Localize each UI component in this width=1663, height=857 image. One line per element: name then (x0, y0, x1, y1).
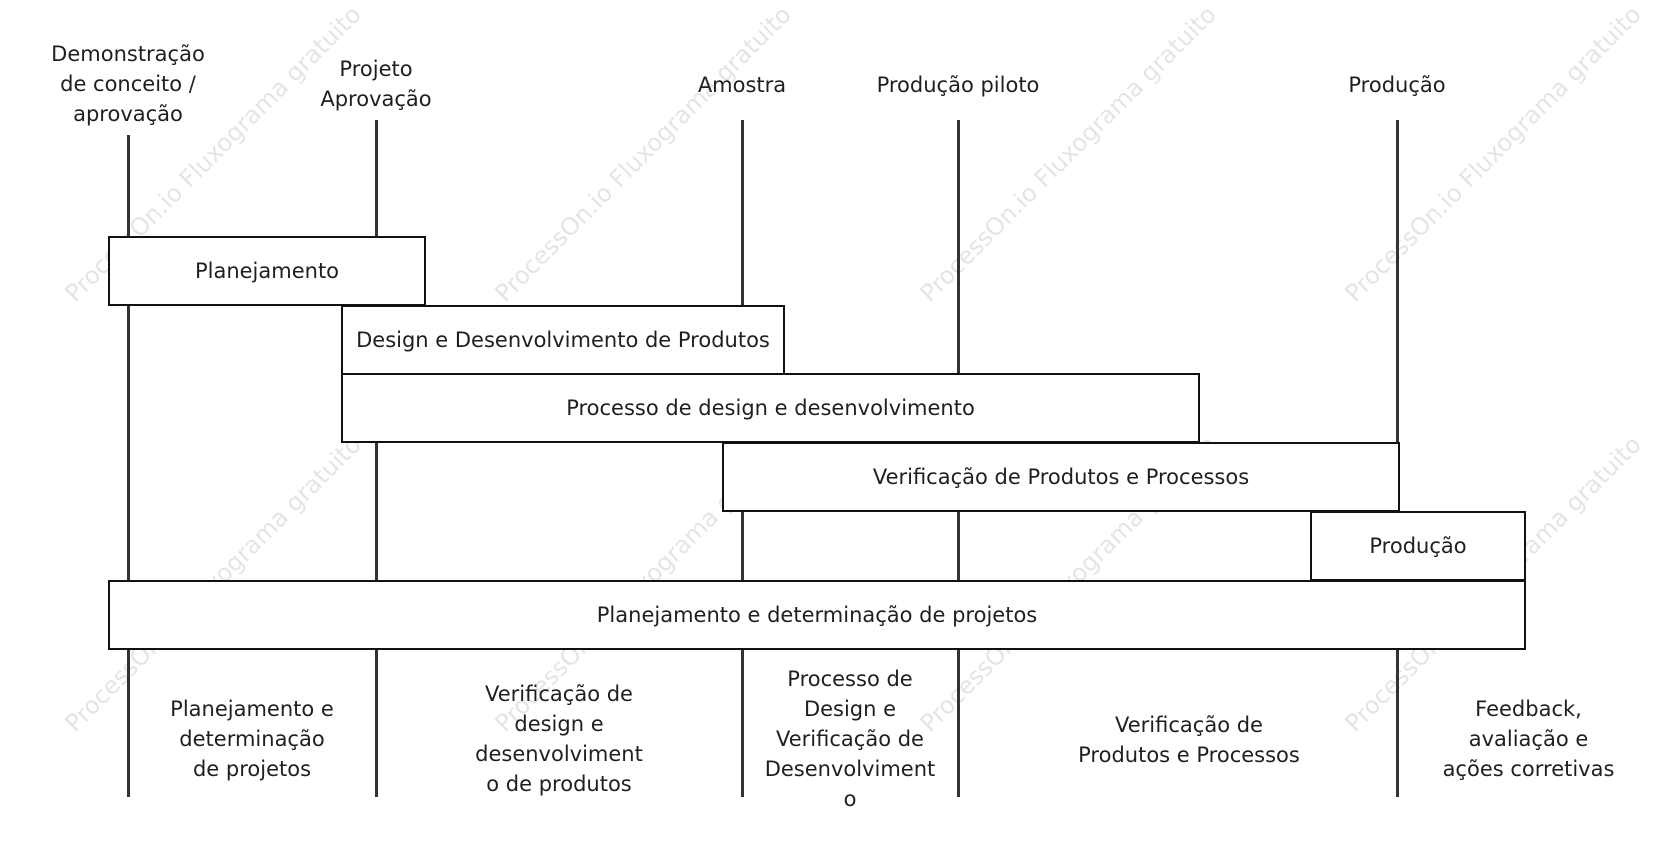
milestone-label-line: Amostra (697, 73, 787, 97)
milestone-label-pilot: Produção piloto (877, 70, 1040, 100)
region-label-line: Verificação de (776, 727, 924, 751)
region-label-line: determinação (179, 727, 325, 751)
milestone-label-sample: Amostra (698, 70, 786, 100)
watermark: ProcessOn.io Fluxograma gratuito (489, 0, 797, 308)
region-label-line: Design e (803, 697, 897, 721)
phase-label: Planejamento e determinação de projetos (596, 603, 1038, 627)
region-label-3: Processo de Design e Verificação de Dese… (742, 664, 958, 814)
region-label-line: de projetos (192, 757, 312, 781)
region-label-line: Verificação de (485, 682, 633, 706)
milestone-label-line: Aprovação (320, 87, 432, 111)
phase-label: Verificação de Produtos e Processos (872, 465, 1250, 489)
phase-bar-planning: Planejamento (108, 236, 426, 306)
milestone-label-production: Produção (1348, 70, 1445, 100)
milestone-label-line: Produção piloto (876, 73, 1040, 97)
region-label-line: Desenvolviment (764, 757, 936, 781)
milestone-line-concept (127, 135, 130, 797)
phase-label: Processo de design e desenvolvimento (566, 396, 975, 420)
region-label-line: avaliação e (1468, 727, 1589, 751)
region-label-line: o (843, 787, 857, 811)
region-label-5: Feedback, avaliação e ações corretivas (1420, 694, 1637, 784)
milestone-label-concept: Demonstração de conceito / aprovação (51, 39, 205, 129)
phase-label: Planejamento (194, 259, 340, 283)
phase-label: Produção (1369, 534, 1467, 558)
region-label-line: desenvolviment (475, 742, 643, 766)
region-label-line: design e (514, 712, 604, 736)
region-label-line: Verificação de (1115, 713, 1263, 737)
watermark: ProcessOn.io Fluxograma gratuito (1339, 0, 1647, 308)
milestone-label-project: Projeto Aprovação (320, 54, 431, 114)
milestone-label-line: Produção (1348, 73, 1446, 97)
region-label-line: ações corretivas (1442, 757, 1615, 781)
milestone-label-line: aprovação (73, 102, 183, 126)
phase-label: Design e Desenvolvimento de Produtos (356, 328, 770, 352)
region-label-line: Feedback, (1475, 697, 1582, 721)
phase-bar-process-design: Processo de design e desenvolvimento (341, 373, 1200, 443)
watermark: ProcessOn.io Fluxograma gratuito (914, 0, 1222, 308)
region-label-line: Produtos e Processos (1078, 743, 1300, 767)
phase-bar-production: Produção (1310, 511, 1526, 581)
milestone-label-line: de conceito / (60, 72, 196, 96)
region-label-1: Planejamento e determinação de projetos (128, 694, 376, 784)
region-label-2: Verificação de design e desenvolviment o… (376, 679, 742, 799)
phase-bar-product-design: Design e Desenvolvimento de Produtos (341, 305, 785, 375)
phase-bar-project-planning: Planejamento e determinação de projetos (108, 580, 1526, 650)
region-label-line: Processo de (787, 667, 913, 691)
region-label-4: Verificação de Produtos e Processos (958, 710, 1420, 770)
region-label-line: Planejamento e (170, 697, 334, 721)
region-label-line: o de produtos (486, 772, 632, 796)
milestone-line-project (375, 120, 378, 797)
milestone-label-line: Demonstração (51, 42, 205, 66)
milestone-label-line: Projeto (339, 57, 413, 81)
phase-bar-verification: Verificação de Produtos e Processos (722, 442, 1400, 512)
